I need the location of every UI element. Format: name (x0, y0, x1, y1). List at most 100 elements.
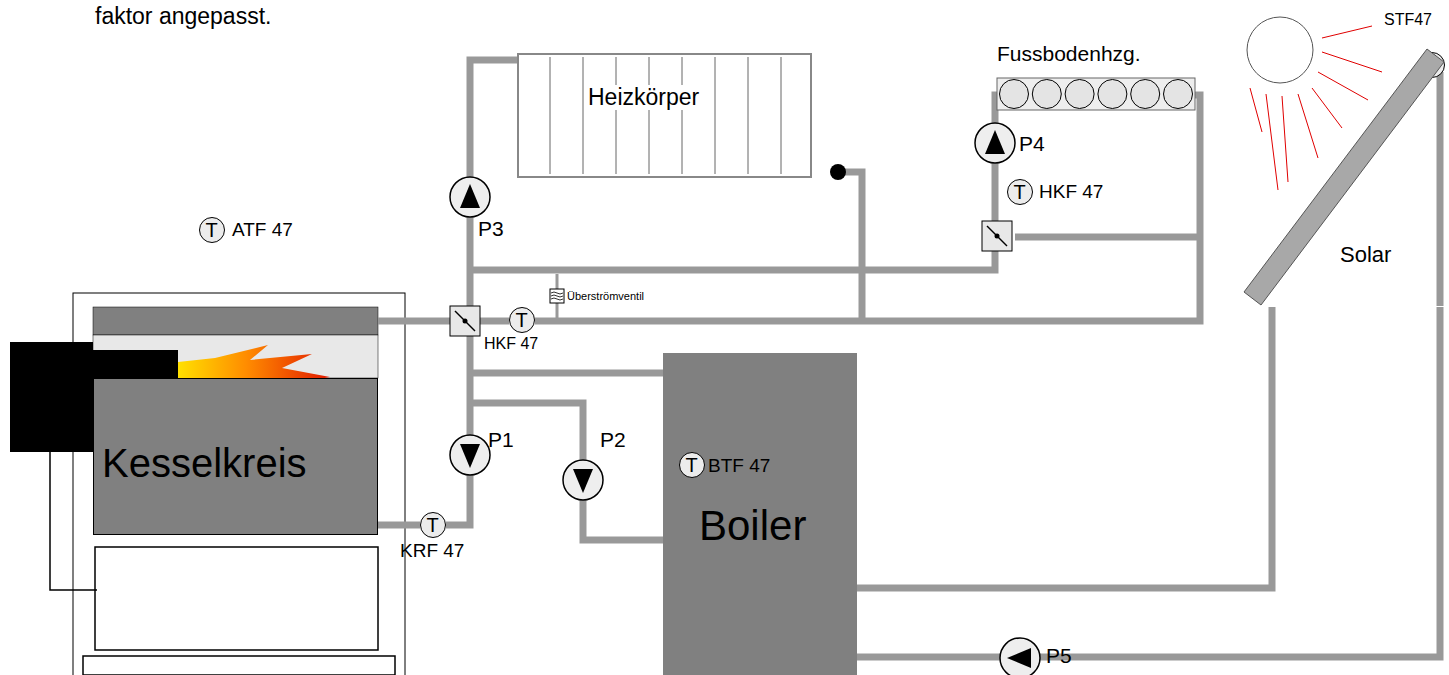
floor-heating-shape (1131, 80, 1160, 109)
bypass-valve (551, 292, 563, 300)
pump (450, 435, 490, 475)
sun (1322, 52, 1382, 72)
pump (450, 435, 490, 475)
sensor-symbol: T (421, 513, 444, 536)
sun (1247, 17, 1313, 83)
sensor-label: ATF 47 (232, 220, 293, 241)
floor-heating: Fussbodenhzg. (997, 78, 1195, 110)
burner (10, 342, 93, 452)
radiator-shape (517, 53, 812, 178)
radiator-shape (616, 57, 617, 174)
mixing-valve (450, 306, 480, 336)
radiator-shape (682, 57, 683, 174)
part-name: Heizkörper (585, 85, 702, 110)
boiler-housing (73, 293, 405, 675)
mixing-valve (463, 319, 468, 324)
sun (1298, 94, 1318, 158)
radiator-valve (830, 164, 846, 180)
floor-heating-shape (997, 78, 1195, 110)
boiler-housing (95, 547, 378, 650)
pump (1000, 638, 1040, 675)
radiator-shape (649, 57, 650, 174)
pipes (480, 318, 509, 325)
part-name: Kesselkreis (102, 441, 307, 485)
sun (1282, 96, 1288, 182)
solar-collector-shape (1244, 49, 1444, 305)
radiator-shape (748, 57, 749, 174)
radiator-shape (781, 57, 782, 174)
floor-heating-shape (1000, 80, 1029, 109)
pump (975, 123, 1015, 163)
floor-heating-shape (1098, 80, 1127, 109)
sensor-label: BTF 47 (708, 456, 770, 477)
radiator-shape (550, 57, 551, 174)
caption-fragment: faktor angepasst. (95, 4, 271, 29)
pipes (470, 60, 517, 500)
sensor-label: HKF 47 (484, 335, 538, 353)
sensor-label: STF47 (1384, 11, 1432, 29)
pump (1000, 638, 1040, 675)
mixing-valve (450, 306, 480, 336)
radiator: Heizkörper (517, 53, 812, 178)
sensor-symbol: T (200, 218, 223, 241)
pump (450, 177, 490, 217)
pump (985, 130, 1005, 154)
temperature-sensor: THKF 47 (1007, 179, 1033, 205)
pump (563, 460, 603, 500)
boiler-housing (83, 656, 395, 675)
pump-label: P5 (1046, 644, 1072, 667)
pipes (470, 370, 663, 377)
mixing-valve (455, 311, 475, 331)
sensor-label: HKF 47 (1039, 182, 1103, 203)
mixing-valve (987, 226, 1007, 246)
pump (573, 469, 593, 493)
pump (460, 444, 480, 468)
boiler-housing (73, 293, 405, 675)
hot-water-tank: Boiler TBTF 47 (663, 353, 857, 675)
sensor-label: KRF 47 (400, 541, 464, 562)
pump (450, 177, 490, 217)
pump-label: P3 (478, 217, 504, 240)
sun (1266, 94, 1278, 190)
pump-label: P4 (1019, 132, 1045, 155)
pump (1007, 648, 1031, 668)
sun (1250, 88, 1262, 132)
floor-heating-shape (1164, 80, 1193, 109)
sun (1312, 88, 1342, 128)
part-name: Boiler (699, 503, 806, 549)
sensor-symbol: T (1008, 180, 1031, 203)
sensor-symbol: T (510, 308, 533, 331)
floor-heating-shape (997, 78, 1195, 110)
pump-label: P1 (488, 428, 514, 451)
mixing-valve (995, 234, 1000, 239)
pipes (1437, 72, 1444, 306)
pipe (857, 307, 1440, 657)
pipes (1015, 234, 1200, 241)
pump (460, 184, 480, 208)
pipes (838, 172, 862, 321)
solar-collector-shape (1240, 45, 1446, 307)
temperature-sensor: THKF 47 (509, 307, 535, 333)
floor-heating-shape (1065, 80, 1094, 109)
part-name: Solar (1340, 243, 1391, 267)
mixing-valve (982, 221, 1012, 251)
pipes (378, 522, 420, 529)
pipe (857, 307, 1272, 588)
pipes (378, 318, 450, 325)
radiator-shape (715, 57, 716, 174)
burner (50, 452, 97, 590)
sensor-symbol: T (680, 453, 703, 476)
pipes (470, 251, 995, 270)
temperature-sensor: TATF 47 (199, 217, 225, 243)
solar-collector-shape (1244, 49, 1444, 305)
pump (975, 123, 1015, 163)
pipes (470, 403, 663, 540)
floor-heating-shape (1032, 80, 1061, 109)
boiler-housing (93, 307, 378, 335)
pump (563, 460, 603, 500)
bypass-valve (550, 274, 564, 318)
part-name: Fussbodenhzg. (997, 42, 1141, 65)
bypass-valve (550, 289, 564, 303)
solar-collector: Solar (1240, 45, 1446, 307)
radiator-shape (583, 57, 584, 174)
